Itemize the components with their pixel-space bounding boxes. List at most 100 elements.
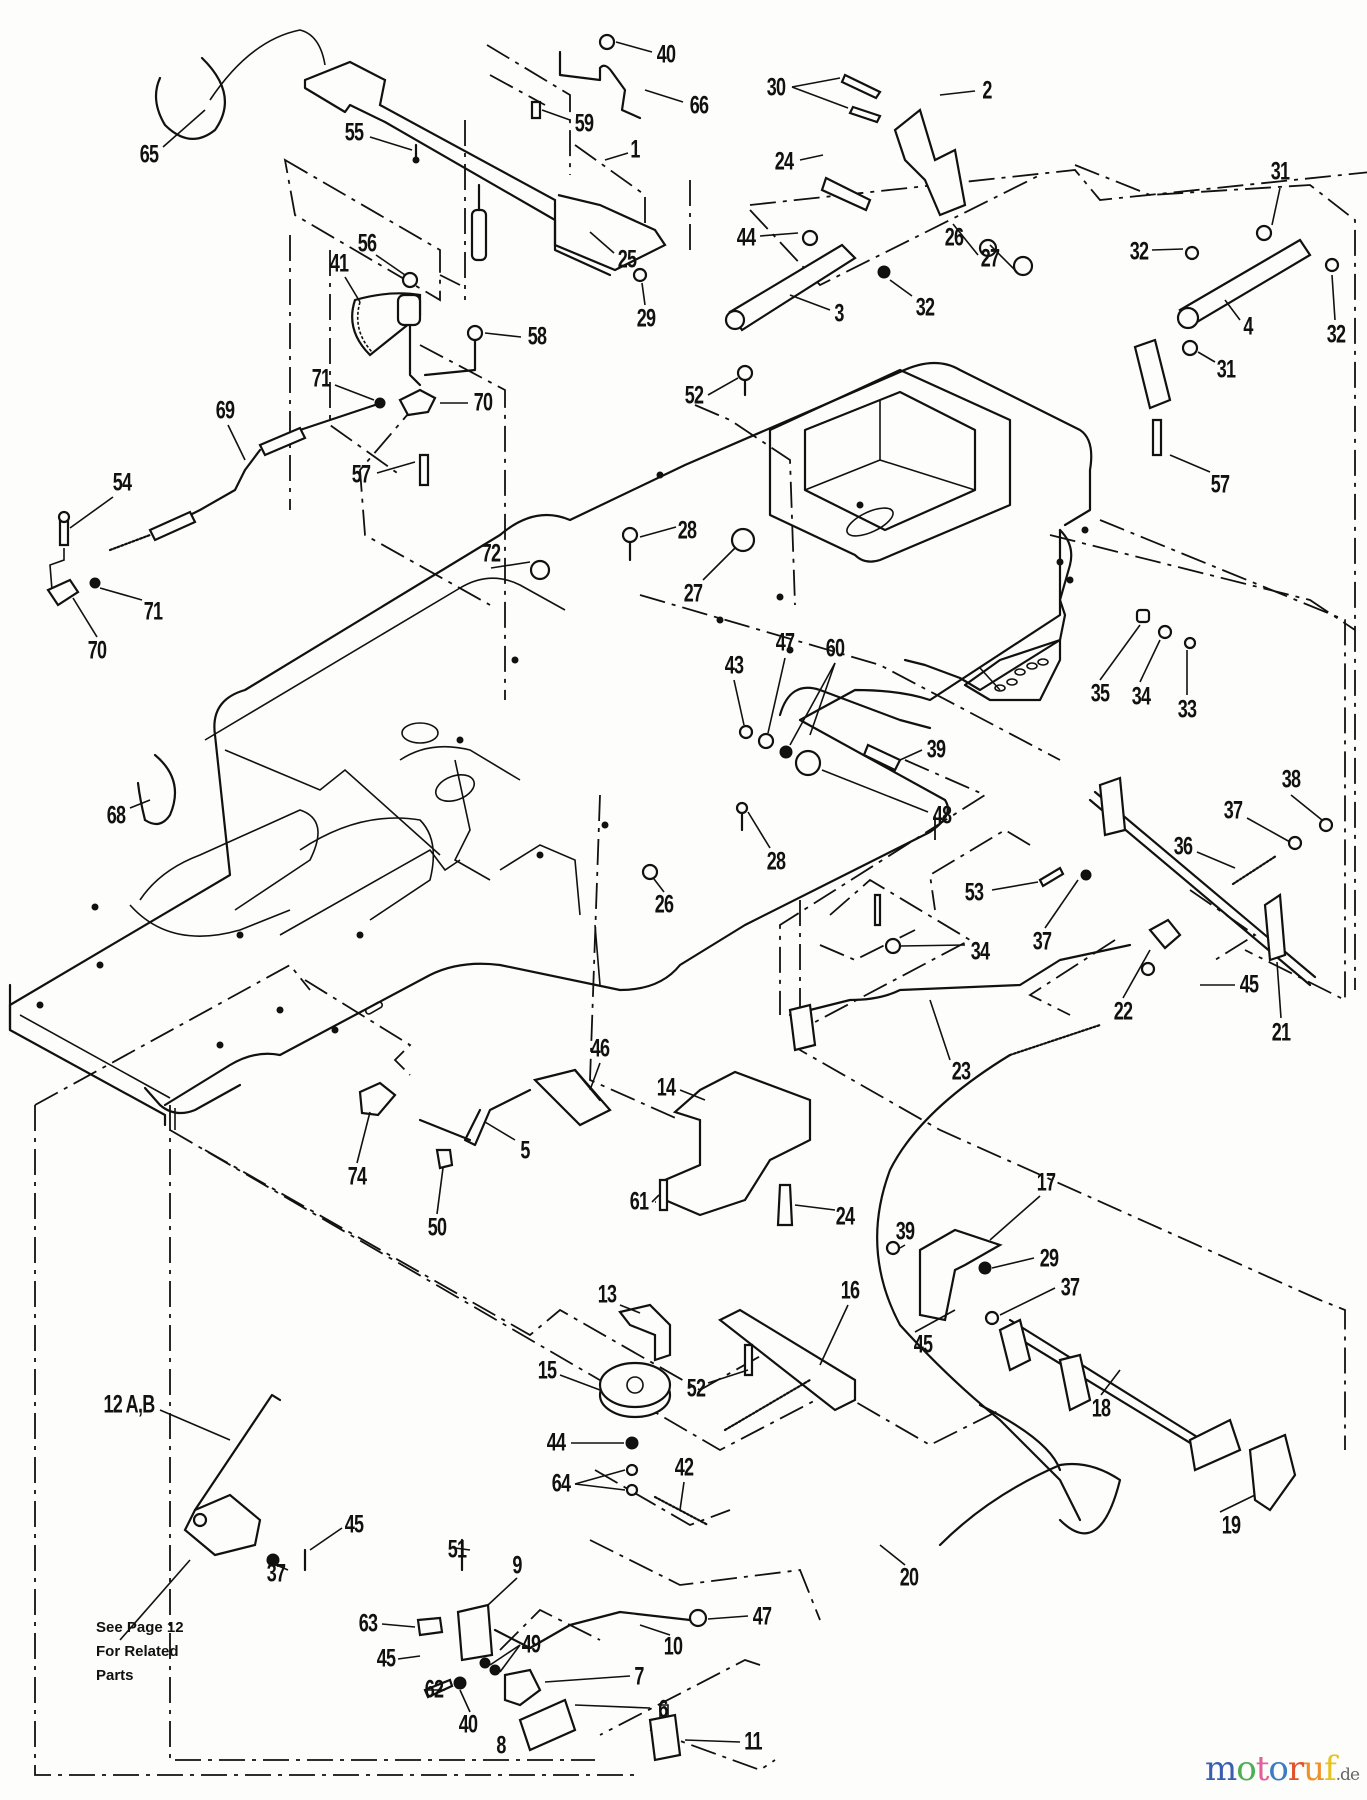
- callout-56: 56: [357, 229, 377, 258]
- callout-57-right: 57: [1210, 470, 1230, 499]
- callout-54: 54: [112, 468, 132, 497]
- callout-19: 19: [1221, 1511, 1241, 1540]
- callout-29: 29: [636, 304, 656, 333]
- part-48-knob: [794, 749, 822, 777]
- callout-24: 24: [774, 147, 794, 176]
- callout-39-low: 39: [895, 1217, 915, 1246]
- part-52-bolt-head: [736, 364, 754, 382]
- part-62-pin: [423, 1678, 454, 1699]
- part-50-bolt: [435, 1148, 454, 1170]
- callout-40-low: 40: [458, 1710, 478, 1739]
- part-64-washer: [625, 1463, 639, 1477]
- part-10-rod: [493, 1610, 692, 1650]
- callout-10: 10: [663, 1632, 683, 1661]
- part-57-bolt: [418, 453, 430, 487]
- callout-51: 51: [447, 1535, 467, 1564]
- callout-63: 63: [358, 1609, 378, 1638]
- part-7-switch-bracket: [503, 1668, 542, 1707]
- part-61-bolt: [658, 1178, 669, 1212]
- part-36-spring: [1231, 854, 1278, 886]
- callout-52-low: 52: [686, 1374, 706, 1403]
- callout-41: 41: [329, 249, 349, 278]
- parts: [46, 29, 1340, 1762]
- callout-32-mid: 32: [1129, 237, 1149, 266]
- callout-31-low: 31: [1216, 355, 1236, 384]
- note-line: See Page 12: [96, 1619, 184, 1636]
- part-22-block: [1148, 918, 1182, 950]
- callout-46: 46: [590, 1034, 610, 1063]
- callout-61: 61: [629, 1187, 649, 1216]
- callout-45-lower: 45: [376, 1644, 396, 1673]
- part-32-nut-right: [1324, 257, 1340, 273]
- part-42-spring-upper: [723, 1378, 812, 1432]
- part-30-bolt: [840, 73, 882, 100]
- part-29-nut: [632, 267, 648, 283]
- part-6-plate: [518, 1698, 577, 1752]
- part-40-nut-low: [453, 1676, 467, 1690]
- watermark-letter: f: [1324, 1749, 1337, 1789]
- callout-49: 49: [521, 1630, 541, 1659]
- callout-12ab: 12 A,B: [103, 1390, 155, 1419]
- callout-36: 36: [1173, 832, 1193, 861]
- part-24-stud-low: [776, 1183, 794, 1227]
- callout-34: 34: [1131, 682, 1151, 711]
- callout-8: 8: [496, 1731, 506, 1760]
- watermark-tld: .de: [1335, 1765, 1360, 1785]
- callout-24-low: 24: [835, 1202, 855, 1231]
- callout-21: 21: [1271, 1018, 1291, 1047]
- part-49-washer: [479, 1657, 491, 1669]
- watermark-letter: r: [1287, 1749, 1304, 1789]
- part-17-bracket: [918, 1228, 1003, 1322]
- part-70-ball-joint-left: [46, 578, 80, 607]
- callout-30: 30: [766, 73, 786, 102]
- part-31-spacer-low: [1181, 339, 1199, 357]
- phantom-lines: [34, 44, 1367, 1776]
- part-16-bracket: [717, 1308, 857, 1412]
- callout-29-low: 29: [1039, 1244, 1059, 1273]
- part-14-bracket: [663, 1070, 812, 1217]
- callout-32: 32: [915, 293, 935, 322]
- callout-14: 14: [656, 1073, 676, 1102]
- callout-45: 45: [1239, 970, 1259, 999]
- callout-18: 18: [1091, 1394, 1111, 1423]
- callout-23: 23: [951, 1057, 971, 1086]
- part-5-pedal-rod: [463, 1088, 532, 1147]
- part-32-nut: [877, 265, 891, 279]
- callout-27-mid: 27: [683, 579, 703, 608]
- part-27-nut: [1012, 255, 1034, 277]
- callout-13: 13: [597, 1280, 617, 1309]
- callout-27: 27: [980, 244, 1000, 273]
- see-page-note: See Page 12 For Related Parts: [96, 1616, 184, 1688]
- part-71-nut: [374, 397, 386, 409]
- watermark-letter: m: [1205, 1749, 1237, 1789]
- part-53-clip: [1038, 866, 1065, 888]
- callout-45-low: 45: [913, 1330, 933, 1359]
- part-39-bolt-low: [885, 1240, 901, 1256]
- callout-6: 6: [658, 1695, 668, 1724]
- part-63-pin: [416, 1616, 444, 1637]
- part-74-plate: [358, 1081, 397, 1117]
- callout-52: 52: [684, 381, 704, 410]
- part-59-bolt: [530, 100, 542, 120]
- callout-37: 37: [1223, 796, 1243, 825]
- part-56-nut: [401, 271, 419, 289]
- part-65-snap-ring: [154, 56, 227, 140]
- note-line: Parts: [96, 1667, 134, 1684]
- part-27-nut-mid: [730, 527, 756, 553]
- part-2-bracket: [893, 108, 967, 217]
- part-28-bolt-mid: [735, 801, 749, 815]
- callout-70: 70: [473, 388, 493, 417]
- watermark-letter: u: [1303, 1749, 1325, 1789]
- part-26-nut-mid: [641, 863, 659, 881]
- part-23-rod: [788, 943, 1132, 1017]
- callout-37-low: 37: [1060, 1273, 1080, 1302]
- callout-40: 40: [656, 40, 676, 69]
- callout-55: 55: [344, 118, 364, 147]
- callout-62: 62: [424, 1675, 444, 1704]
- part-24-stud: [820, 176, 872, 212]
- part-47-washer: [757, 732, 775, 750]
- part-38-nut: [1318, 817, 1334, 833]
- callout-44-low: 44: [546, 1428, 566, 1457]
- part-68-snap-ring: [143, 753, 177, 826]
